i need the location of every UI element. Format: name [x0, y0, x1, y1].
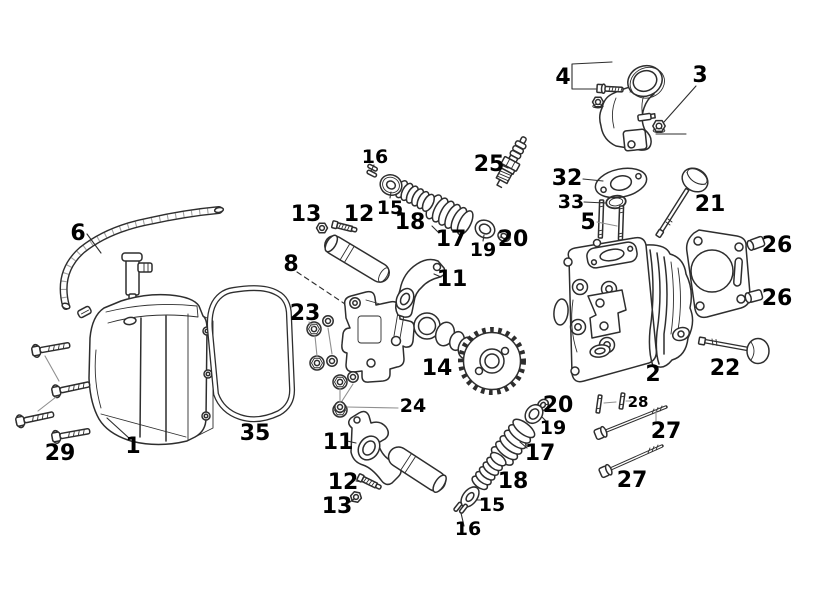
callout-intake-manifold: 4 — [555, 65, 570, 90]
rocker-arm-upper — [394, 258, 446, 318]
dowel-pin-bottom — [744, 289, 764, 304]
callout-holder-nuts: 23 — [290, 301, 321, 326]
intake-valve — [655, 167, 709, 239]
callout-dowel-pin-bottom: 26 — [762, 286, 793, 311]
callout-stem-seal-lower: 20 — [543, 393, 574, 418]
callout-adjuster-screw-upper: 12 — [344, 202, 375, 227]
valve-cover-bolts — [15, 342, 91, 445]
outer-valve-spring-upper — [425, 194, 474, 236]
callout-lock-nut-lower: 13 — [322, 494, 353, 519]
spring-retainer-upper — [379, 174, 403, 196]
callout-holder-washers: 24 — [400, 395, 426, 417]
callout-manifold-insulator: 32 — [552, 166, 583, 191]
callout-inner-spring-upper: 18 — [395, 210, 426, 235]
head-gasket — [685, 229, 751, 319]
rocker-arm-lower — [348, 410, 402, 486]
callout-cylinder-studs: 28 — [628, 393, 649, 411]
manifold-nut — [652, 119, 666, 134]
rocker-shaft-lower — [387, 446, 447, 494]
callout-adjuster-screw-lower: 12 — [328, 470, 359, 495]
holder-washers — [322, 315, 359, 413]
callout-spark-plug: 25 — [474, 152, 505, 177]
callout-cover-bolts: 29 — [45, 441, 76, 466]
valve-stem-seal-upper — [497, 229, 511, 243]
callout-outer-spring-lower: 17 — [525, 441, 556, 466]
cylinder-head-bolt-top — [593, 405, 668, 441]
valve-adjuster-screw-upper — [330, 220, 358, 233]
callout-outer-spring-upper: 17 — [436, 227, 467, 252]
valve-adjuster-screw-lower — [356, 473, 382, 490]
breather-hose — [59, 206, 225, 310]
callout-breather-hose: 6 — [70, 221, 85, 246]
callout-spring-retainer-upper: 15 — [377, 197, 403, 219]
cylinder-head — [553, 236, 694, 383]
dowel-pin-top — [746, 235, 766, 251]
inner-valve-spring-lower — [471, 451, 507, 491]
valve-cover-gasket — [206, 285, 296, 423]
callout-head-bolt-bottom: 27 — [617, 468, 648, 493]
callout-spring-seat-upper: 19 — [470, 239, 496, 261]
inner-valve-spring-upper — [395, 179, 435, 213]
rocker-shaft-upper — [324, 234, 390, 283]
exhaust-valve — [697, 336, 770, 365]
outer-valve-spring-lower — [490, 418, 536, 466]
intake-manifold — [598, 64, 665, 152]
callout-stem-seal-upper: 20 — [498, 227, 529, 252]
valve-cotters-lower — [453, 501, 469, 514]
leader-lines — [37, 61, 697, 527]
callout-cylinder-head: 2 — [645, 362, 660, 387]
callout-o-ring: 33 — [558, 191, 584, 213]
callout-head-bolt-top: 27 — [651, 419, 682, 444]
callout-valve-cover: 1 — [125, 434, 140, 459]
callout-valve-cotters-upper: 16 — [362, 146, 388, 168]
callout-exhaust-valve: 22 — [710, 356, 741, 381]
callout-rocker-arm-upper: 11 — [437, 267, 468, 292]
callout-spring-retainer-lower: 15 — [479, 494, 505, 516]
hose-clip — [77, 305, 92, 319]
spark-plug — [495, 136, 527, 189]
callout-inner-spring-lower: 18 — [498, 469, 529, 494]
callout-cover-gasket: 35 — [240, 421, 271, 446]
callout-lock-nut-upper: 13 — [291, 202, 322, 227]
rocker-arm-holder — [341, 290, 415, 383]
spring-seat-lower — [524, 403, 544, 425]
spring-seat-upper — [474, 219, 496, 239]
manifold-studs — [597, 199, 625, 241]
manifold-insulator — [594, 167, 648, 199]
callout-rocker-holder: 8 — [283, 252, 298, 277]
callout-spring-seat-lower: 19 — [540, 417, 566, 439]
callout-manifold-studs: 5 — [580, 210, 595, 235]
cylinder-studs — [595, 392, 626, 414]
spring-retainer-lower — [460, 486, 480, 508]
callout-manifold-nut: 3 — [692, 63, 707, 88]
o-ring — [605, 194, 627, 210]
callout-camshaft: 14 — [422, 356, 453, 381]
manifold-flange-nut — [591, 96, 605, 109]
callout-dowel-pin-top: 26 — [762, 233, 793, 258]
camshaft — [413, 312, 526, 395]
callout-labels: 6 16 13 12 15 18 17 19 20 25 8 23 11 14 … — [45, 63, 793, 540]
valve-cover — [88, 293, 214, 446]
adjuster-lock-nut-upper — [315, 222, 329, 234]
cylinder-head-bolt-bottom — [598, 444, 664, 479]
manifold-bolt — [596, 83, 624, 95]
manifold-fitting — [637, 112, 656, 122]
callout-valve-cotters-lower: 16 — [455, 518, 481, 540]
callout-rocker-arm-lower: 11 — [323, 430, 354, 455]
callout-intake-valve: 21 — [695, 192, 726, 217]
